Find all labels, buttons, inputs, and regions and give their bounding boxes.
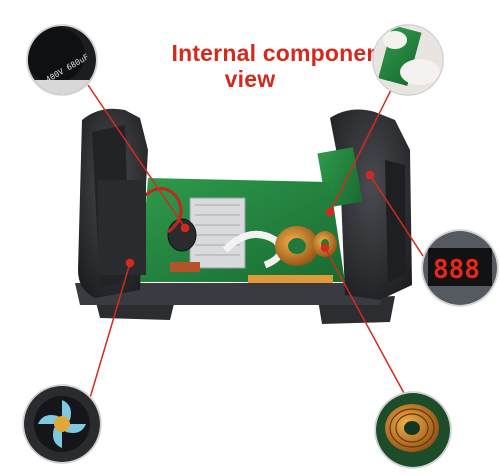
bus-bar [248, 275, 333, 283]
callout-control-board [372, 24, 444, 96]
cooling-fan [98, 180, 146, 275]
red-wire [138, 187, 183, 234]
callout-led-display: 888 [421, 229, 499, 307]
title-line-2: view [224, 66, 276, 92]
callout-cooling-fan [22, 384, 102, 464]
base-plate [75, 283, 385, 305]
callout-copper-inductor [374, 391, 452, 469]
right-panel-side [385, 160, 406, 282]
display-digits: 888 [433, 255, 480, 285]
callout-capacitor: 400V 680uF [26, 24, 98, 96]
white-wires [222, 230, 285, 269]
leader-lines [87, 84, 424, 399]
heatsink [189, 197, 246, 269]
title-line-1: Internal component [171, 40, 389, 66]
welder-body [75, 108, 412, 324]
resistor [170, 262, 200, 272]
